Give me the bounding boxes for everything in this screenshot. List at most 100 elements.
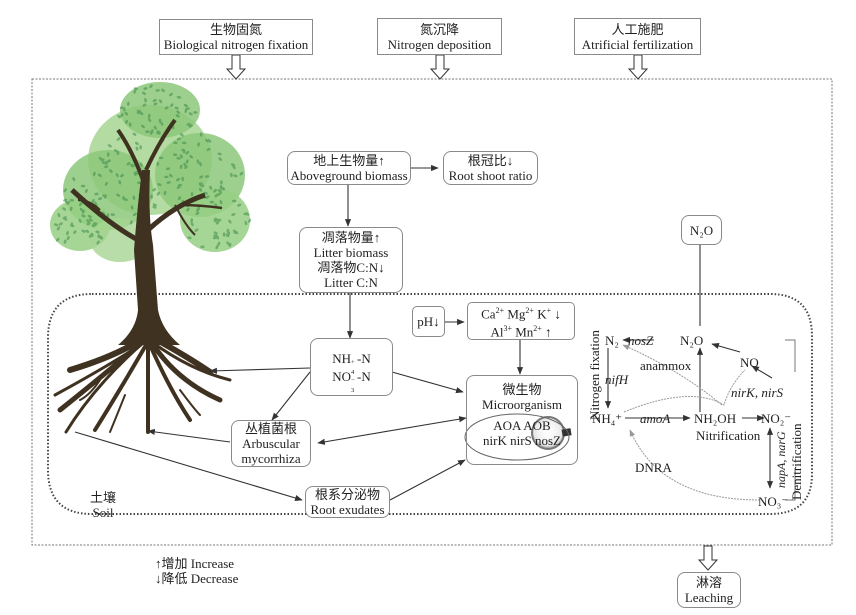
cations-line1: Ca2+ Mg2+ K+ ↓ <box>481 305 561 321</box>
input-arrows <box>225 54 719 571</box>
leaf <box>104 181 108 186</box>
leaf <box>176 157 181 160</box>
leaf <box>219 199 223 205</box>
leaf <box>104 165 109 169</box>
arrow-npool-to-mycorrhiza <box>271 371 311 421</box>
leaf <box>88 233 92 238</box>
leaf <box>233 174 238 178</box>
arrow-microbe-mycorrhiza <box>317 416 467 445</box>
hollow-arrow-icon <box>429 54 451 80</box>
leaf <box>143 87 148 90</box>
leaf <box>176 185 181 189</box>
leaf <box>133 89 137 94</box>
leaf <box>157 183 162 187</box>
leaf <box>179 133 184 137</box>
leaf <box>187 236 192 240</box>
microorganism-box: 微生物 Microorganism AOA AOB nirK nirS nosZ <box>466 375 578 465</box>
cycle-n2: N₂ <box>605 333 619 348</box>
arrow-dnra <box>629 429 761 501</box>
leaf <box>135 146 139 151</box>
leaf <box>97 173 102 177</box>
leaf <box>209 185 213 190</box>
leaf <box>79 207 84 212</box>
legend: ↑增加 Increase ↓降低 Decrease <box>155 556 238 586</box>
cycle-nh4: NH₄⁺ <box>592 411 623 426</box>
nitrogen-fixation-label: Nitrogen fixation <box>587 330 602 420</box>
leaf <box>225 233 230 238</box>
cycle-nitrification-label: Nitrification <box>696 428 761 443</box>
leaf <box>163 190 167 196</box>
input-biological-nitrogen-fixation: 生物固氮 Biological nitrogen fixation <box>159 19 313 55</box>
leaf <box>86 219 91 223</box>
legend-decrease: ↓降低 Decrease <box>155 571 239 586</box>
leaf <box>156 191 161 196</box>
leaf <box>100 158 105 162</box>
cycle-nh2oh: NH₂OH <box>694 411 737 426</box>
leaf <box>70 224 75 228</box>
root-shoot-ratio-box: 根冠比↓ Root shoot ratio <box>443 151 538 185</box>
leaf <box>155 89 160 92</box>
denitrification-label: Denitrification <box>789 423 804 500</box>
leaf <box>152 98 157 103</box>
leaf <box>96 240 100 245</box>
leaf <box>199 132 203 137</box>
leaf <box>95 230 100 234</box>
leaf <box>72 176 76 182</box>
leaf <box>199 162 202 167</box>
leaf <box>86 222 91 226</box>
leaf <box>189 154 194 159</box>
leaf <box>58 222 63 226</box>
leaf <box>198 182 202 187</box>
cycle-nirk-nirs-genes: nirK, nirS <box>731 385 784 400</box>
leaf <box>164 175 169 179</box>
leaf <box>196 159 200 164</box>
leaf <box>144 98 147 103</box>
leaf <box>185 159 189 164</box>
leaf <box>172 153 178 157</box>
leaf <box>190 192 194 197</box>
soil-label: 土壤 Soil <box>90 490 117 520</box>
leaf <box>91 198 95 204</box>
leaf <box>139 145 142 150</box>
leaf <box>182 141 187 145</box>
leaf <box>218 157 223 161</box>
leaf <box>73 230 77 235</box>
leaf <box>230 172 233 178</box>
leaf <box>123 198 128 201</box>
cycle-napa-narg-genes: napA, narG <box>774 431 788 488</box>
ph-box: pH↓ <box>412 306 445 337</box>
leaf <box>149 84 153 89</box>
leaf <box>63 217 68 221</box>
leaf <box>217 218 222 222</box>
leaf <box>81 214 86 218</box>
leaf <box>141 124 145 129</box>
leaf <box>62 207 67 211</box>
leaf <box>119 106 125 110</box>
leaf <box>176 137 181 141</box>
cycle-n2o: N₂O <box>680 333 704 348</box>
leaf <box>66 230 69 236</box>
leaf <box>239 171 244 176</box>
leaf <box>142 91 146 95</box>
leaf <box>92 171 96 177</box>
leaf <box>152 203 157 207</box>
input-nitrogen-deposition: 氮沉降 Nitrogen deposition <box>377 18 502 55</box>
leaf <box>217 189 222 193</box>
leaf <box>88 218 93 222</box>
leaf <box>153 102 158 106</box>
leaf <box>136 109 142 113</box>
leaf <box>148 117 152 123</box>
leaf <box>158 99 163 104</box>
flow-arrows <box>74 164 774 501</box>
leaf <box>176 95 182 99</box>
leaf <box>63 188 67 193</box>
hollow-arrow-icon <box>225 54 247 80</box>
leaf <box>177 196 182 201</box>
legend-increase: ↑增加 Increase <box>155 556 235 571</box>
gene-ellipse <box>464 413 570 461</box>
leaf <box>139 111 144 116</box>
leaf <box>220 180 223 185</box>
leaf <box>153 125 157 130</box>
leaf <box>199 175 204 179</box>
leaf <box>169 173 173 178</box>
